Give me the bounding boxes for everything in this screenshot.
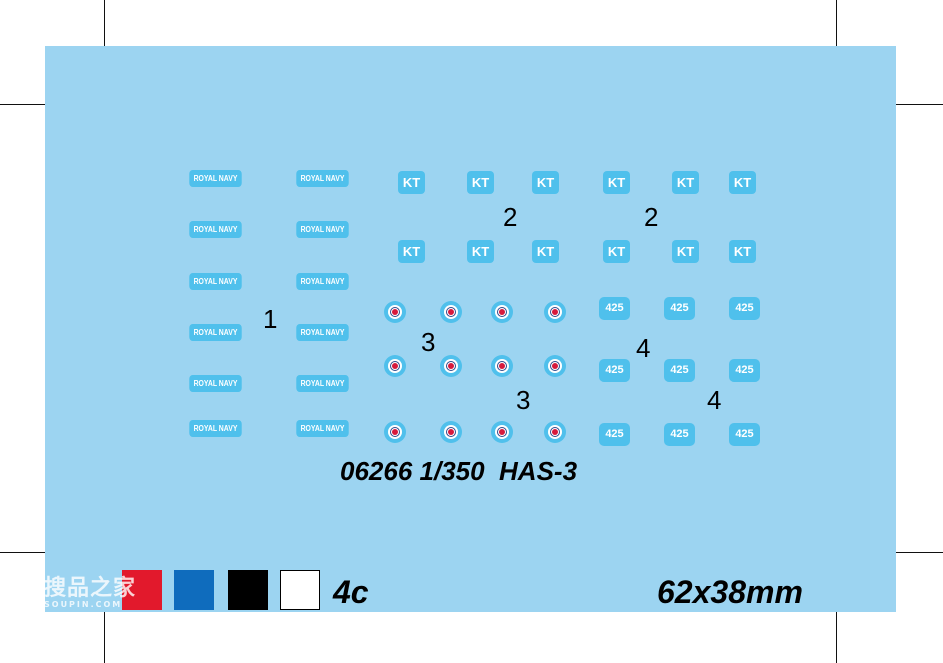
- squadron-number-decal: 425: [664, 359, 695, 382]
- roundel-dot: [552, 309, 558, 315]
- roundel-dot: [448, 429, 454, 435]
- roundel-dot: [392, 309, 398, 315]
- kt-decal: KT: [603, 171, 630, 194]
- kt-decal: KT: [603, 240, 630, 263]
- swatch-blue: [174, 570, 214, 610]
- roundel-decal: [440, 355, 462, 377]
- crop-mark: [836, 568, 837, 663]
- color-count-label: 4c: [333, 574, 369, 610]
- royal-navy-decal: ROYAL NAVY: [296, 324, 349, 341]
- roundel-ring2: [390, 307, 400, 317]
- royal-navy-decal: ROYAL NAVY: [189, 170, 242, 187]
- kt-decal: KT: [398, 171, 425, 194]
- roundel-decal: [544, 355, 566, 377]
- crop-mark: [104, 568, 105, 663]
- roundel-ring2: [550, 427, 560, 437]
- roundel-decal: [384, 421, 406, 443]
- crop-mark: [850, 552, 943, 553]
- swatch-red: [122, 570, 162, 610]
- decal-sheet: [45, 46, 896, 612]
- roundel-dot: [392, 429, 398, 435]
- roundel-dot: [499, 429, 505, 435]
- royal-navy-decal: ROYAL NAVY: [189, 420, 242, 437]
- kt-decal: KT: [532, 240, 559, 263]
- roundel-ring2: [550, 307, 560, 317]
- roundel-ring2: [497, 361, 507, 371]
- group-label-4: 4: [707, 385, 722, 415]
- product-code: 06266 1/350 HAS-3: [340, 456, 578, 486]
- swatch-white: [280, 570, 320, 610]
- roundel-decal: [384, 301, 406, 323]
- royal-navy-decal: ROYAL NAVY: [296, 273, 349, 290]
- roundel-ring2: [446, 361, 456, 371]
- roundel-decal: [491, 301, 513, 323]
- roundel-decal: [491, 421, 513, 443]
- roundel-dot: [499, 309, 505, 315]
- squadron-number-decal: 425: [664, 297, 695, 320]
- kt-decal: KT: [467, 240, 494, 263]
- squadron-number-decal: 425: [729, 297, 760, 320]
- roundel-dot: [392, 363, 398, 369]
- swatch-black: [228, 570, 268, 610]
- royal-navy-decal: ROYAL NAVY: [189, 375, 242, 392]
- kt-decal: KT: [729, 240, 756, 263]
- kt-decal: KT: [672, 240, 699, 263]
- roundel-decal: [384, 355, 406, 377]
- group-label-1: 1: [263, 304, 278, 334]
- royal-navy-decal: ROYAL NAVY: [296, 375, 349, 392]
- squadron-number-decal: 425: [729, 359, 760, 382]
- group-label-2: 2: [503, 202, 518, 232]
- roundel-dot: [448, 363, 454, 369]
- kt-decal: KT: [729, 171, 756, 194]
- roundel-decal: [491, 355, 513, 377]
- roundel-decal: [440, 421, 462, 443]
- roundel-ring2: [446, 427, 456, 437]
- roundel-ring2: [497, 307, 507, 317]
- watermark-logo: 搜品之家 SOUPIN.COM: [44, 578, 136, 609]
- crop-mark: [850, 104, 943, 105]
- squadron-number-decal: 425: [664, 423, 695, 446]
- group-label-2: 2: [644, 202, 659, 232]
- squadron-number-decal: 425: [729, 423, 760, 446]
- roundel-dot: [448, 309, 454, 315]
- roundel-decal: [440, 301, 462, 323]
- roundel-ring2: [497, 427, 507, 437]
- kt-decal: KT: [532, 171, 559, 194]
- kt-decal: KT: [467, 171, 494, 194]
- roundel-decal: [544, 421, 566, 443]
- group-label-3: 3: [421, 327, 436, 357]
- watermark-subtext: SOUPIN.COM: [44, 600, 123, 609]
- royal-navy-decal: ROYAL NAVY: [296, 170, 349, 187]
- kt-decal: KT: [672, 171, 699, 194]
- size-label: 62x38mm: [657, 574, 803, 610]
- watermark-text: 搜品之家: [44, 576, 137, 601]
- roundel-dot: [552, 363, 558, 369]
- group-label-3: 3: [516, 385, 531, 415]
- squadron-number-decal: 425: [599, 423, 630, 446]
- squadron-number-decal: 425: [599, 297, 630, 320]
- squadron-number-decal: 425: [599, 359, 630, 382]
- royal-navy-decal: ROYAL NAVY: [189, 324, 242, 341]
- royal-navy-decal: ROYAL NAVY: [296, 221, 349, 238]
- roundel-ring2: [446, 307, 456, 317]
- royal-navy-decal: ROYAL NAVY: [189, 221, 242, 238]
- roundel-decal: [544, 301, 566, 323]
- kt-decal: KT: [398, 240, 425, 263]
- roundel-ring2: [390, 361, 400, 371]
- roundel-dot: [552, 429, 558, 435]
- roundel-ring2: [390, 427, 400, 437]
- royal-navy-decal: ROYAL NAVY: [296, 420, 349, 437]
- roundel-ring2: [550, 361, 560, 371]
- group-label-4: 4: [636, 333, 651, 363]
- roundel-dot: [499, 363, 505, 369]
- royal-navy-decal: ROYAL NAVY: [189, 273, 242, 290]
